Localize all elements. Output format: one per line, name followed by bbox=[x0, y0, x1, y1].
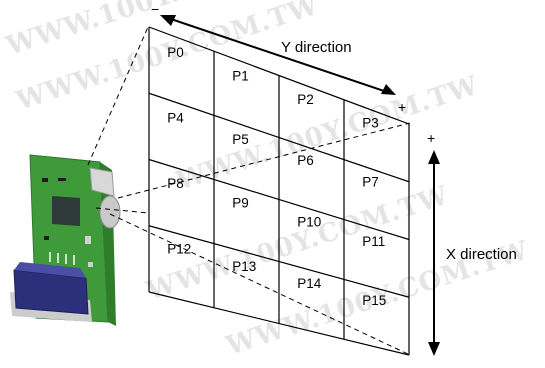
sensor-lens-housing bbox=[89, 167, 115, 197]
sensor-board-illustration bbox=[10, 154, 121, 326]
pad-label-p11: P11 bbox=[362, 234, 385, 249]
pad-label-p1: P1 bbox=[232, 68, 249, 83]
pad-label-p8: P8 bbox=[167, 176, 184, 191]
sensor-lens bbox=[99, 195, 121, 229]
pad-label-p4: P4 bbox=[167, 110, 184, 125]
pcb-component-1 bbox=[42, 178, 48, 182]
x-plus-sign: + bbox=[427, 130, 435, 146]
pad-label-p3: P3 bbox=[362, 115, 379, 130]
pcb-component-3 bbox=[85, 236, 91, 244]
field-of-view-lines bbox=[87, 26, 411, 356]
grid-row-line bbox=[148, 26, 410, 125]
grid-row-line bbox=[148, 92, 410, 183]
y-direction-axis: − + Y direction bbox=[151, 1, 406, 115]
connector-pins bbox=[49, 252, 75, 265]
watermark-text-3: WWW.100Y.COM.TW bbox=[172, 71, 483, 197]
connector-top bbox=[14, 262, 86, 278]
pad-label-p6: P6 bbox=[297, 153, 314, 168]
y-axis-arrowhead-end bbox=[381, 84, 396, 95]
pad-label-p9: P9 bbox=[232, 195, 249, 210]
x-direction-axis: + X direction bbox=[427, 130, 517, 356]
y-plus-sign: + bbox=[398, 99, 406, 115]
y-direction-label: Y direction bbox=[281, 39, 352, 56]
pad-label-p5: P5 bbox=[232, 132, 249, 147]
sensor-chip bbox=[52, 196, 80, 226]
pad-label-p13: P13 bbox=[232, 259, 256, 274]
y-minus-sign: − bbox=[151, 1, 159, 17]
x-axis-arrowhead-top bbox=[428, 150, 440, 164]
x-direction-label: X direction bbox=[446, 246, 517, 263]
grid-row-line bbox=[148, 291, 410, 356]
connector-body bbox=[13, 269, 89, 315]
pad-label-p15: P15 bbox=[362, 293, 386, 308]
detection-grid bbox=[148, 26, 410, 356]
x-axis-arrowhead-bottom bbox=[428, 342, 440, 356]
pad-label-p14: P14 bbox=[297, 276, 322, 291]
grid-row-line bbox=[148, 158, 410, 241]
pcb-component-4 bbox=[44, 236, 49, 240]
grid-row-line bbox=[148, 225, 410, 298]
y-axis-arrowhead-start bbox=[160, 15, 176, 26]
pcb-component-5 bbox=[88, 262, 93, 267]
pad-label-p12: P12 bbox=[167, 242, 191, 257]
pcb-component-2 bbox=[58, 178, 66, 181]
pad-label-p2: P2 bbox=[297, 92, 314, 107]
y-axis-arrow-line bbox=[164, 16, 391, 94]
pad-label-p0: P0 bbox=[167, 45, 184, 60]
pad-label-p10: P10 bbox=[297, 215, 321, 230]
pad-label-p7: P7 bbox=[362, 175, 379, 190]
